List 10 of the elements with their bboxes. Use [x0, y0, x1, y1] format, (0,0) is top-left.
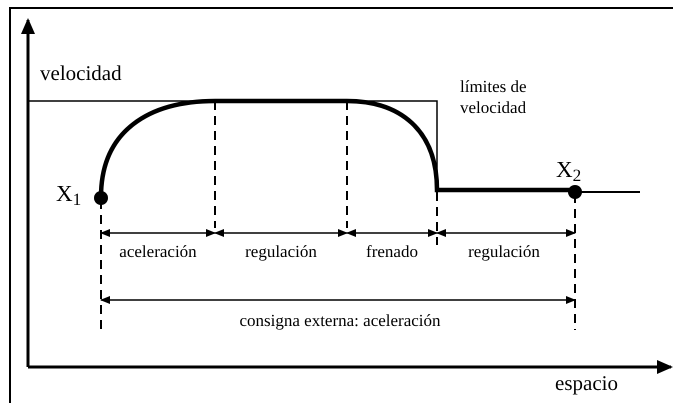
axis-label: consigna externa: aceleración	[238, 310, 442, 332]
axis-label: regulación	[467, 241, 541, 262]
axis-label: regulación	[244, 241, 318, 262]
axis-label: X$_{2}$	[556, 156, 582, 185]
axis-label: aceleración	[118, 241, 198, 262]
axis-label: límites de velocidad	[460, 76, 528, 118]
axis-label: espacio	[555, 370, 619, 396]
axis-label: X$_{1}$	[56, 180, 82, 209]
axis-label: frenado	[365, 241, 419, 262]
axis-label: velocidad	[40, 60, 123, 86]
